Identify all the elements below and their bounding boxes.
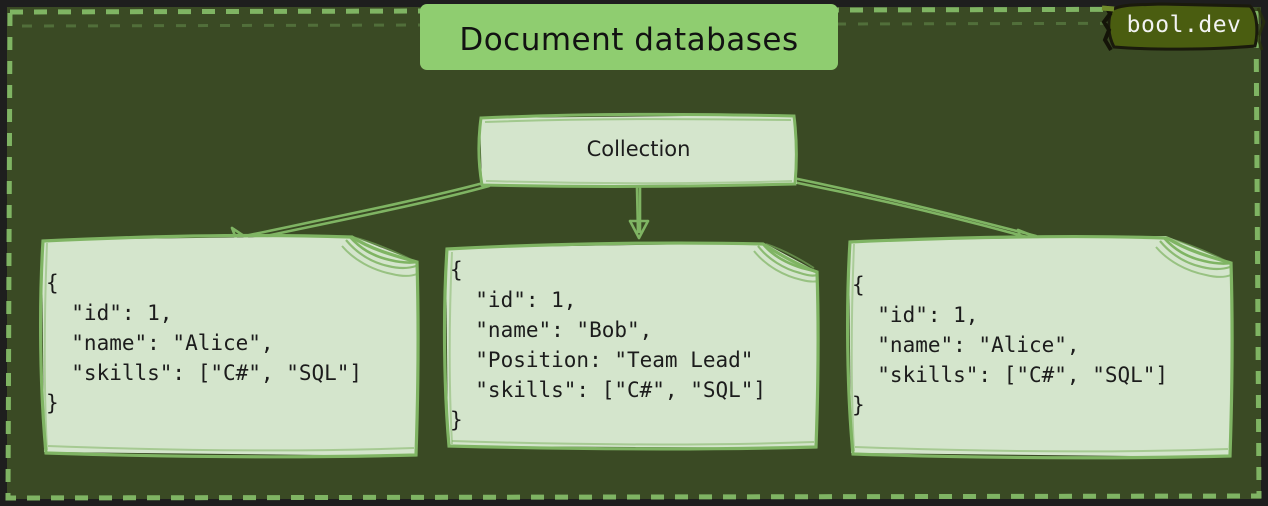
title-banner	[420, 4, 838, 70]
page-title: Document databases	[459, 22, 799, 58]
dashed-frame-border	[5, 6, 1262, 501]
document-json-middle: { "id": 1, "name": "Bob", "Position: "Te…	[450, 258, 767, 432]
document-json-left: { "id": 1, "name": "Alice", "skills": ["…	[46, 271, 363, 415]
brand-badge-label: bool.dev	[1126, 12, 1242, 38]
collection-label: Collection	[586, 137, 691, 161]
brand-badge-outline	[1101, 2, 1266, 52]
document-json-right: { "id": 1, "name": "Alice", "skills": ["…	[852, 273, 1169, 417]
